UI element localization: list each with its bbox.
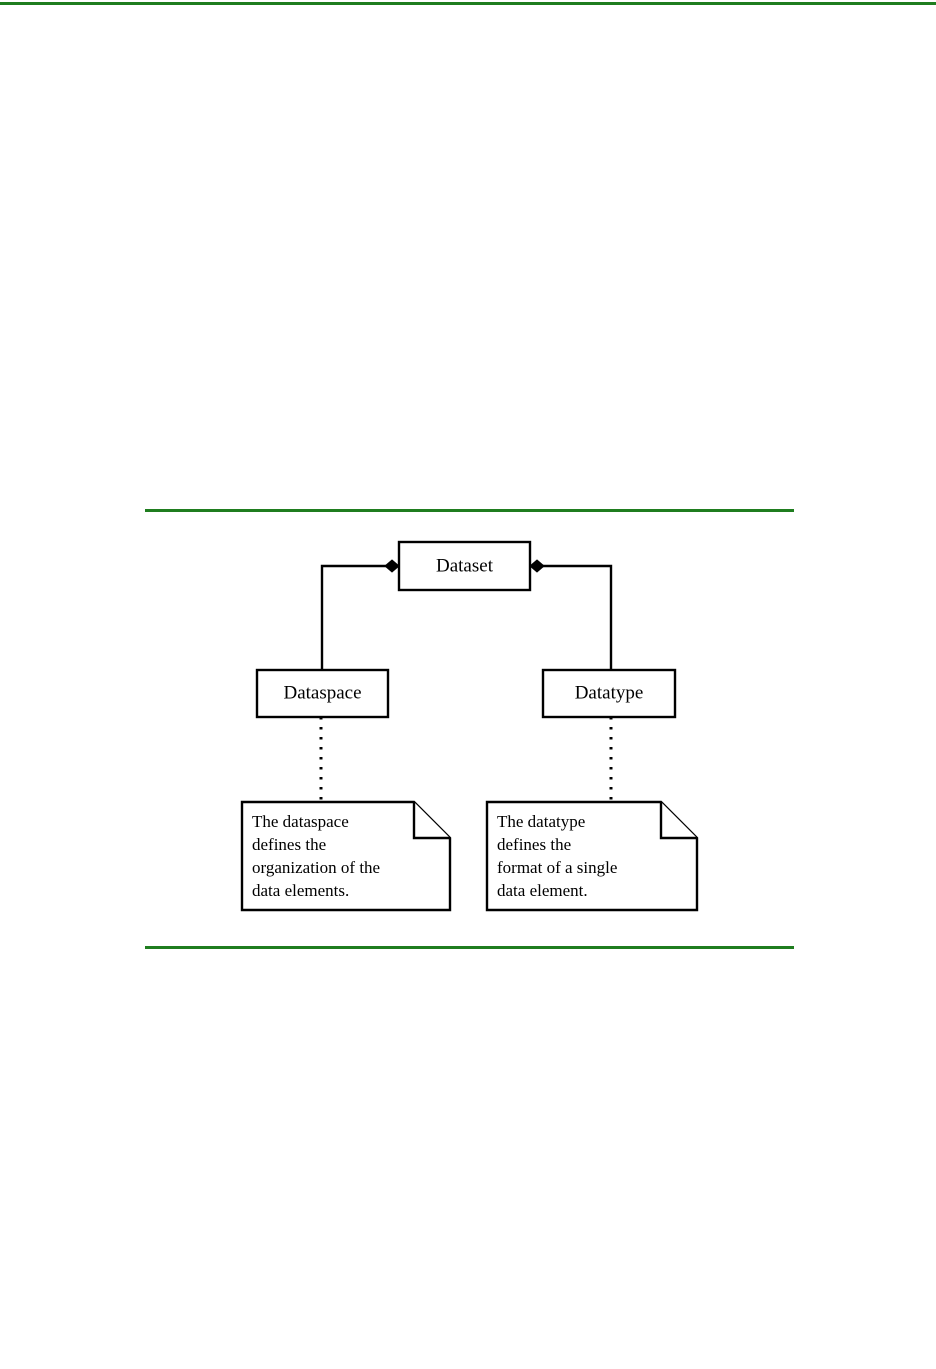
edge-dataset-dataspace [320, 559, 400, 671]
edge-dataset-datatype [529, 559, 613, 671]
filled-diamond-left [384, 559, 400, 573]
class-label-dataspace: Dataspace [283, 682, 361, 703]
class-node-dataset[interactable]: Dataset [397, 540, 532, 592]
figure-top-rule [145, 509, 794, 512]
note-datatype[interactable]: The datatype defines the format of a sin… [485, 800, 699, 912]
note-datatype-line-4: data element. [497, 881, 588, 900]
class-label-dataset: Dataset [436, 555, 494, 576]
figure-bottom-rule [145, 946, 794, 949]
note-dataspace-line-4: data elements. [252, 881, 349, 900]
note-dataspace[interactable]: The dataspace defines the organization o… [240, 800, 452, 912]
class-label-datatype: Datatype [575, 682, 644, 703]
note-datatype-line-3: format of a single [497, 858, 617, 877]
page-top-rule [0, 2, 936, 5]
note-dataspace-line-1: The dataspace [252, 812, 349, 831]
class-node-dataspace[interactable]: Dataspace [255, 668, 390, 719]
note-dataspace-line-3: organization of the [252, 858, 380, 877]
note-dataspace-line-2: defines the [252, 835, 326, 854]
note-datatype-line-2: defines the [497, 835, 571, 854]
class-node-datatype[interactable]: Datatype [541, 668, 677, 719]
filled-diamond-right [529, 559, 545, 573]
note-datatype-text: The datatype defines the format of a sin… [497, 812, 622, 900]
note-dataspace-text: The dataspace defines the organization o… [252, 812, 384, 900]
note-datatype-line-1: The datatype [497, 812, 585, 831]
